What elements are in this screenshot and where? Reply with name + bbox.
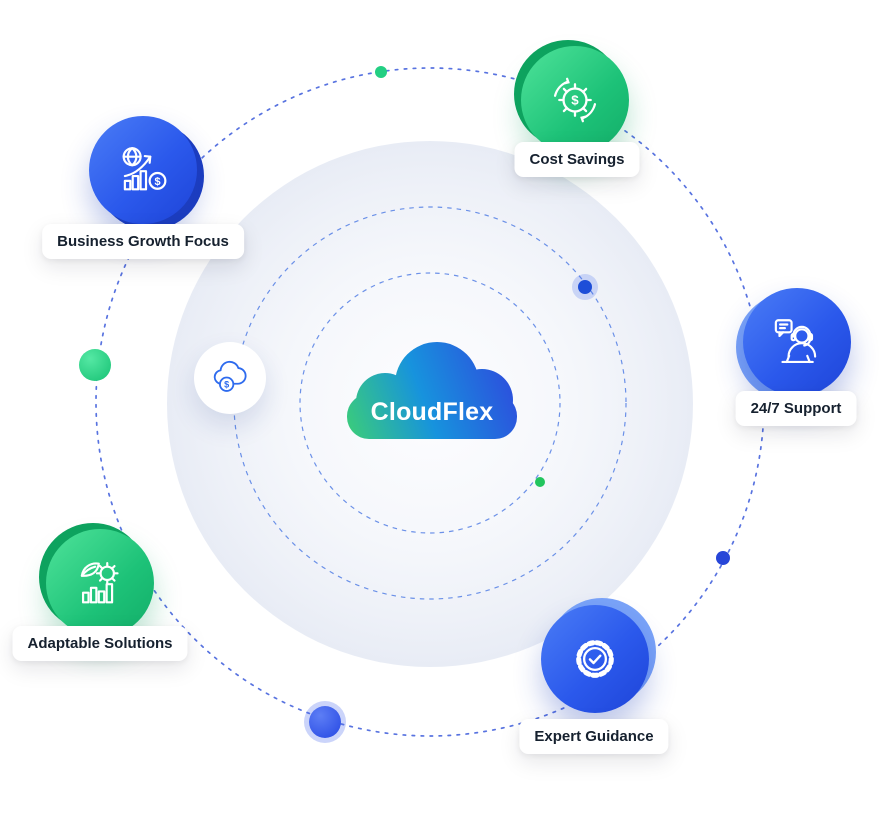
label-text: Business Growth Focus	[57, 233, 229, 250]
center-cloud-shape	[347, 342, 517, 439]
node-circle	[541, 605, 649, 713]
orbit-dot-blue-right	[716, 551, 730, 565]
adaptable-gear-icon	[80, 561, 119, 604]
support-agent-icon	[774, 319, 817, 364]
cloud-dollar-icon: $	[194, 342, 266, 414]
badge-check-icon	[576, 640, 614, 678]
ring-dot-blue	[578, 280, 592, 294]
node-support	[736, 288, 851, 401]
brand-title: CloudFlex	[370, 398, 494, 426]
node-circle: $	[89, 116, 197, 224]
cloud-dollar-glyph: $	[213, 360, 247, 392]
gear-dollar-icon: $	[553, 77, 597, 123]
node-circle	[46, 529, 154, 637]
label-text: Expert Guidance	[534, 728, 654, 745]
node-business-growth: $	[89, 116, 204, 230]
label-text: Adaptable Solutions	[27, 635, 173, 652]
ring-dot-green	[535, 477, 545, 487]
node-expert-guidance	[541, 598, 656, 713]
svg-text:$: $	[571, 93, 579, 108]
label-support: 24/7 Support	[735, 391, 857, 426]
node-circle	[743, 288, 851, 396]
node-cost-savings: $	[514, 40, 629, 154]
label-text: Cost Savings	[529, 151, 625, 168]
label-business-growth: Business Growth Focus	[42, 224, 244, 259]
orbit-dot-green-top	[375, 66, 387, 78]
node-adaptable-solutions	[39, 523, 154, 637]
label-text: 24/7 Support	[750, 400, 842, 417]
growth-chart-icon: $	[122, 147, 167, 191]
orbit-dot-green-left	[79, 349, 111, 381]
svg-text:$: $	[224, 380, 229, 390]
orbit-dot-blue-bottom	[309, 706, 341, 738]
node-circle: $	[521, 46, 629, 154]
dashed-ring-inner	[299, 272, 561, 534]
label-adaptable-solutions: Adaptable Solutions	[12, 626, 188, 661]
label-cost-savings: Cost Savings	[514, 142, 640, 177]
dashed-ring-outer	[233, 206, 627, 600]
svg-text:$: $	[154, 176, 160, 188]
label-expert-guidance: Expert Guidance	[519, 719, 669, 754]
